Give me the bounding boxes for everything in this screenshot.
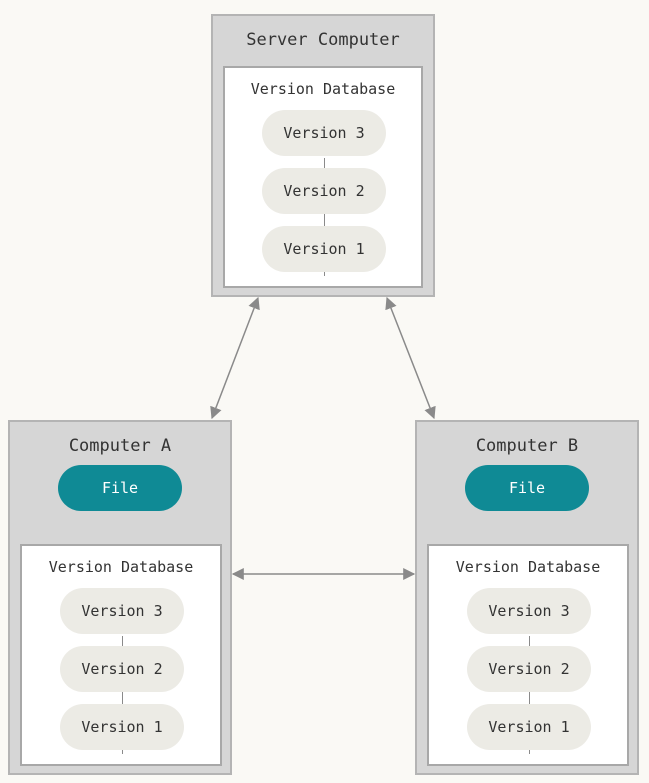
- computer-a-version-connector: [122, 636, 123, 754]
- computer-a-version-database-title: Version Database: [48, 558, 194, 576]
- server-version-3: Version 3: [262, 110, 386, 156]
- computer-a-title: Computer A: [68, 436, 172, 456]
- computer-a-version-3: Version 3: [60, 588, 184, 634]
- computer-b-title: Computer B: [475, 436, 579, 456]
- computer-a-version-1: Version 1: [60, 704, 184, 750]
- computer-a: Computer A File Version Database Version…: [8, 420, 232, 775]
- server-version-database: Version Database Version 3 Version 2 Ver…: [223, 66, 423, 288]
- server-version-2: Version 2: [262, 168, 386, 214]
- server-computer: Server Computer Version Database Version…: [211, 14, 435, 297]
- computer-a-version-database: Version Database Version 3 Version 2 Ver…: [20, 544, 222, 766]
- server-version-1: Version 1: [262, 226, 386, 272]
- computer-b: Computer B File Version Database Version…: [415, 420, 639, 775]
- arrow-server-to-computer-a: [210, 296, 260, 420]
- computer-b-version-database-title: Version Database: [455, 558, 601, 576]
- server-version-database-title: Version Database: [250, 80, 396, 98]
- arrow-server-to-computer-b: [385, 296, 436, 420]
- computer-b-file: File: [465, 465, 589, 511]
- computer-b-version-2: Version 2: [467, 646, 591, 692]
- computer-b-version-connector: [529, 636, 530, 754]
- computer-a-version-2: Version 2: [60, 646, 184, 692]
- server-computer-title: Server Computer: [246, 30, 400, 50]
- server-version-connector: [324, 158, 325, 276]
- computer-b-version-database: Version Database Version 3 Version 2 Ver…: [427, 544, 629, 766]
- computer-a-file: File: [58, 465, 182, 511]
- computer-b-version-3: Version 3: [467, 588, 591, 634]
- computer-b-version-1: Version 1: [467, 704, 591, 750]
